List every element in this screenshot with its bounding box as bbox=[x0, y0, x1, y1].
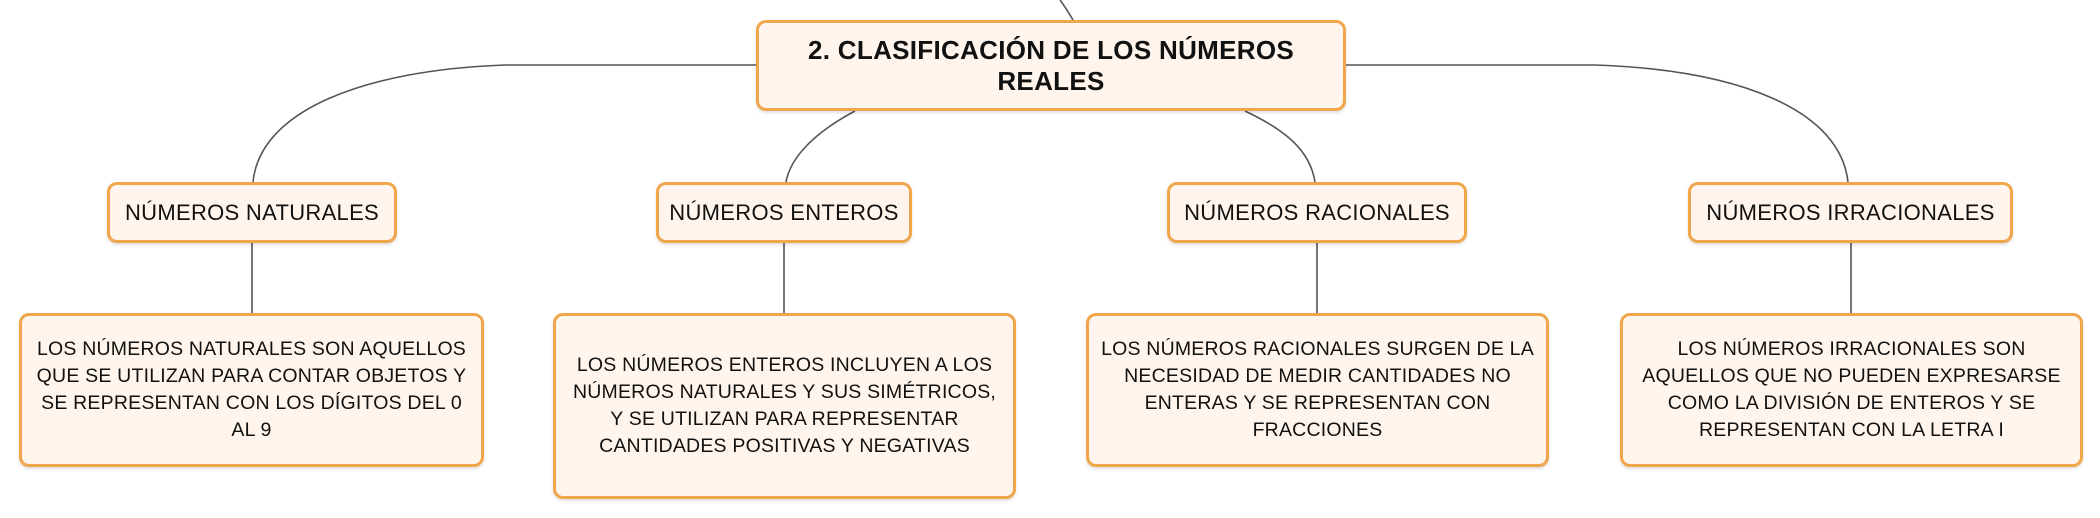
description-numeros-racionales[interactable]: LOS NÚMEROS RACIONALES SURGEN DE LA NECE… bbox=[1086, 313, 1549, 467]
connector-parent-to-root bbox=[1059, 0, 1074, 21]
root-topic[interactable]: 2. CLASIFICACIÓN DE LOS NÚMEROS REALES bbox=[756, 20, 1346, 111]
topic-numeros-naturales[interactable]: NÚMEROS NATURALES bbox=[107, 182, 397, 243]
description-numeros-enteros[interactable]: LOS NÚMEROS ENTEROS INCLUYEN A LOS NÚMER… bbox=[553, 313, 1016, 499]
topic-numeros-enteros[interactable]: NÚMEROS ENTEROS bbox=[656, 182, 912, 243]
topic-numeros-irracionales[interactable]: NÚMEROS IRRACIONALES bbox=[1688, 182, 2013, 243]
description-numeros-naturales[interactable]: LOS NÚMEROS NATURALES SON AQUELLOS QUE S… bbox=[19, 313, 484, 467]
description-numeros-irracionales[interactable]: LOS NÚMEROS IRRACIONALES SON AQUELLOS QU… bbox=[1620, 313, 2083, 467]
topic-numeros-racionales[interactable]: NÚMEROS RACIONALES bbox=[1167, 182, 1467, 243]
connector-root-to-enteros bbox=[785, 110, 856, 183]
connector-root-to-naturales bbox=[252, 64, 756, 183]
connector-root-to-racionales bbox=[1244, 110, 1316, 183]
connector-root-to-irracionales bbox=[1346, 64, 1849, 183]
